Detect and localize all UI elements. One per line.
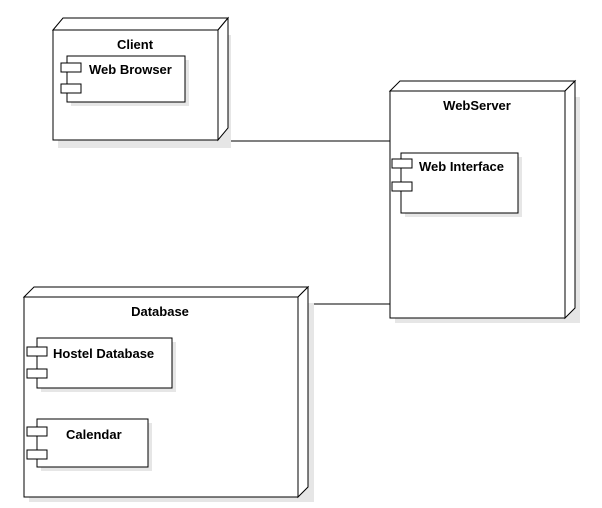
node-webserver-top-face — [388, 80, 577, 92]
node-client-side-face — [217, 16, 229, 142]
component-hostel-database[interactable]: Hostel Database — [26, 337, 176, 392]
component-web-interface[interactable]: Web Interface — [391, 152, 522, 217]
component-calendar-box — [36, 418, 149, 468]
node-database-front-face — [23, 296, 299, 498]
component-icon-port-bottom — [26, 449, 48, 460]
component-icon-port-bottom — [26, 368, 48, 379]
node-webserver[interactable]: WebServer Web Interface — [388, 79, 580, 323]
node-webserver-title: WebServer — [443, 98, 511, 113]
component-web-interface-label: Web Interface — [419, 159, 504, 174]
node-client-title: Client — [117, 37, 154, 52]
component-web-interface-box — [400, 152, 519, 214]
component-web-browser-label: Web Browser — [89, 62, 172, 77]
component-icon-port-bottom — [391, 181, 413, 192]
node-database[interactable]: Database Hostel Database Calendar — [22, 285, 314, 502]
component-hostel-database-label: Hostel Database — [53, 346, 154, 361]
node-client[interactable]: Client Web Browser — [51, 16, 231, 148]
component-calendar-label: Calendar — [66, 427, 122, 442]
node-database-title: Database — [131, 304, 189, 319]
node-webserver-side-face — [564, 79, 576, 320]
component-web-browser[interactable]: Web Browser — [60, 55, 189, 106]
component-icon-port-bottom — [60, 83, 82, 94]
component-hostel-database-box — [36, 337, 173, 389]
component-web-browser-box — [66, 55, 186, 103]
component-icon-port-top — [26, 346, 48, 357]
node-database-top-face — [22, 286, 310, 298]
component-icon-port-top — [60, 62, 82, 73]
component-icon-port-top — [26, 426, 48, 437]
component-icon-port-top — [391, 158, 413, 169]
node-client-top-face — [51, 17, 230, 31]
node-database-side-face — [297, 285, 309, 499]
component-calendar[interactable]: Calendar — [26, 418, 152, 471]
